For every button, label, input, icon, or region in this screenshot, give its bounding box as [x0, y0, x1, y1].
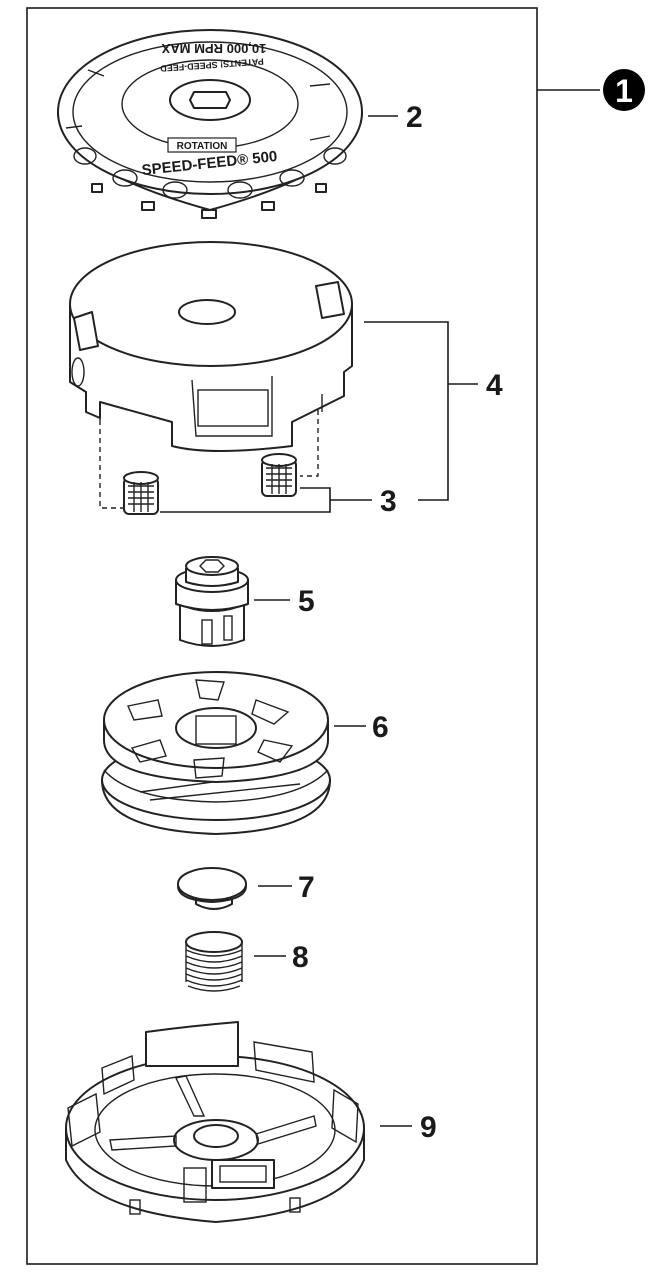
callout-6: 6	[372, 711, 389, 744]
bracket-3	[364, 321, 449, 501]
callout-2: 2	[406, 101, 423, 134]
part-eyelets	[99, 410, 319, 515]
assembly-frame	[26, 7, 538, 1265]
callout-8: 8	[292, 941, 309, 974]
cap-rpm-text: 10,000 RPM MAX	[161, 41, 266, 56]
part-adapter	[175, 556, 249, 647]
callout-7: 7	[298, 871, 315, 904]
part-cap: ROTATION SPEED-FEED® 500 10,000 RPM MAX …	[57, 29, 363, 219]
callout-4: 3	[380, 485, 397, 518]
part-housing	[69, 241, 353, 452]
bracket-4	[160, 487, 331, 513]
callout-3: 4	[486, 369, 503, 402]
part-spool	[101, 671, 331, 835]
part-base	[65, 1021, 365, 1223]
cap-rotation-text: ROTATION	[177, 141, 228, 152]
callout-9: 9	[420, 1111, 437, 1144]
part-button	[177, 867, 247, 910]
callout-5: 5	[298, 585, 315, 618]
assembly-badge	[603, 69, 645, 111]
part-spring	[185, 931, 243, 992]
assembly-badge-number: 1	[615, 73, 633, 109]
